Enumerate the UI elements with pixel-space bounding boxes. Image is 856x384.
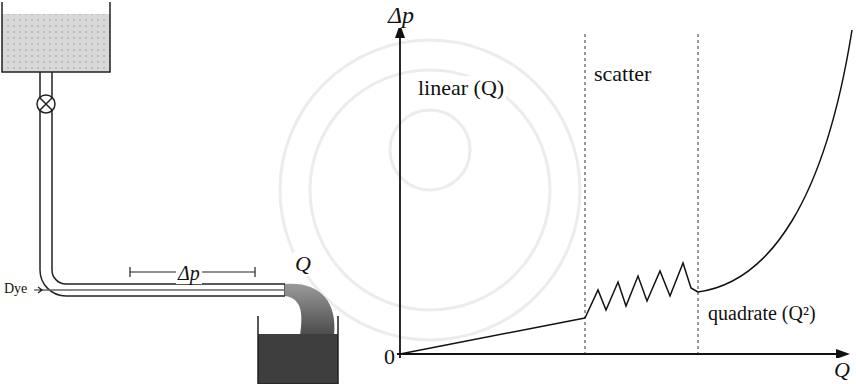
dye-streak — [40, 289, 285, 291]
axis-label: Δp — [386, 2, 416, 28]
region-label: linear (Q) — [416, 76, 506, 100]
region-divider — [585, 34, 698, 354]
pipe — [40, 72, 285, 296]
region-label: quadrate (Q²) — [706, 302, 818, 324]
valve-symbol — [37, 95, 55, 113]
dye-label: Dye — [2, 281, 29, 297]
outflow-jet — [285, 284, 335, 336]
dye-arrow — [34, 287, 42, 293]
basin — [258, 316, 338, 384]
pressure-flow-curve — [400, 30, 852, 354]
pressure-drop-label: Δp — [176, 262, 202, 284]
flow-rate-label: Q — [293, 252, 313, 276]
tank — [2, 2, 110, 72]
graph-axes — [395, 24, 850, 359]
watermark-seal — [280, 40, 580, 340]
origin-label: 0 — [382, 345, 397, 369]
region-label: scatter — [592, 62, 653, 86]
axis-label: Q — [832, 358, 852, 382]
